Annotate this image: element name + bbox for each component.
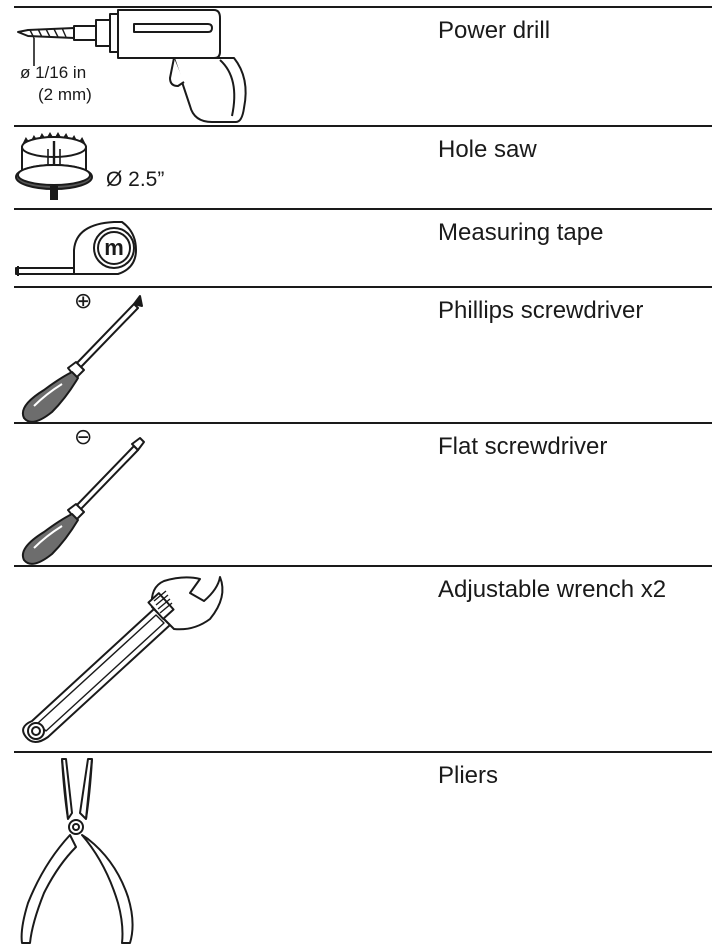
hole-saw-illustration: Ø 2.5” [14, 127, 414, 208]
pliers-icon [20, 758, 134, 944]
measuring-tape-illustration: m [14, 210, 414, 286]
tool-row-pliers: Pliers [14, 751, 712, 944]
flat-symbol: ⊖ [74, 424, 93, 449]
tool-row-phillips-screwdriver: ⊕ Phillips screwdriver [14, 286, 712, 423]
flat-screwdriver-icon [22, 437, 145, 565]
tool-name-adjustable-wrench: Adjustable wrench x2 [438, 576, 667, 603]
tool-row-power-drill: ø 1/16 in (2 mm) Power drill [14, 6, 712, 125]
adjustable-wrench-icon [22, 576, 224, 743]
phillips-screwdriver-icon [22, 295, 143, 423]
flat-screwdriver-illustration: ⊖ [14, 424, 414, 565]
drill-bit-diameter-label: ø 1/16 in (2 mm) [20, 63, 92, 104]
tool-name-measuring-tape: Measuring tape [438, 219, 604, 246]
pliers-illustration [14, 753, 414, 944]
hole-saw-diameter-label: Ø 2.5” [106, 168, 165, 191]
tool-name-pliers: Pliers [438, 762, 499, 789]
adjustable-wrench-illustration [14, 567, 414, 751]
tool-row-flat-screwdriver: ⊖ Flat screwdriver [14, 422, 712, 565]
tool-name-hole-saw: Hole saw [438, 136, 537, 163]
tool-name-power-drill: Power drill [438, 17, 551, 44]
tool-row-measuring-tape: m Measuring tape [14, 208, 712, 286]
hole-saw-icon [15, 131, 93, 200]
measuring-tape-icon: m [15, 221, 137, 276]
measuring-tape-mark: m [104, 235, 124, 260]
phillips-symbol: ⊕ [74, 288, 93, 313]
tool-name-phillips-screwdriver: Phillips screwdriver [438, 297, 644, 324]
tool-row-hole-saw: Ø 2.5” Hole saw [14, 125, 712, 208]
power-drill-illustration: ø 1/16 in (2 mm) [14, 8, 414, 125]
tool-row-adjustable-wrench: Adjustable wrench x2 [14, 565, 712, 751]
power-drill-icon [17, 9, 247, 123]
tool-name-flat-screwdriver: Flat screwdriver [438, 433, 608, 460]
phillips-screwdriver-illustration: ⊕ [14, 288, 414, 423]
